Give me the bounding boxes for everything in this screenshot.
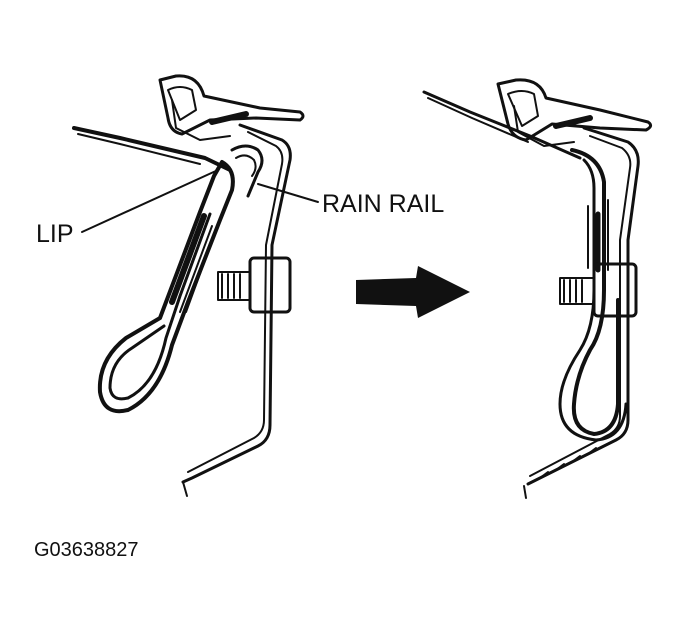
roof-rail-left bbox=[158, 74, 305, 136]
rain-rail-leader bbox=[257, 183, 319, 203]
rain-rail-label: RAIN RAIL bbox=[322, 190, 445, 218]
lip-leader bbox=[81, 169, 219, 233]
after-illustration bbox=[422, 78, 653, 499]
weatherstrip-installed-right bbox=[570, 148, 620, 436]
rain-rail-left bbox=[230, 144, 264, 198]
clip-right bbox=[592, 262, 638, 318]
body-panel-left-inner bbox=[187, 131, 284, 473]
figure-id: G03638827 bbox=[34, 539, 139, 561]
weatherstrip-bulb-left bbox=[97, 160, 235, 414]
before-illustration bbox=[72, 74, 319, 497]
weatherstrip-edge-left bbox=[72, 126, 232, 172]
arrow-right-icon bbox=[356, 266, 470, 318]
body-panel-left bbox=[181, 123, 292, 484]
lip-label: LIP bbox=[36, 220, 74, 248]
body-panel-right bbox=[526, 126, 640, 486]
weatherstrip-edge-right bbox=[422, 90, 582, 160]
